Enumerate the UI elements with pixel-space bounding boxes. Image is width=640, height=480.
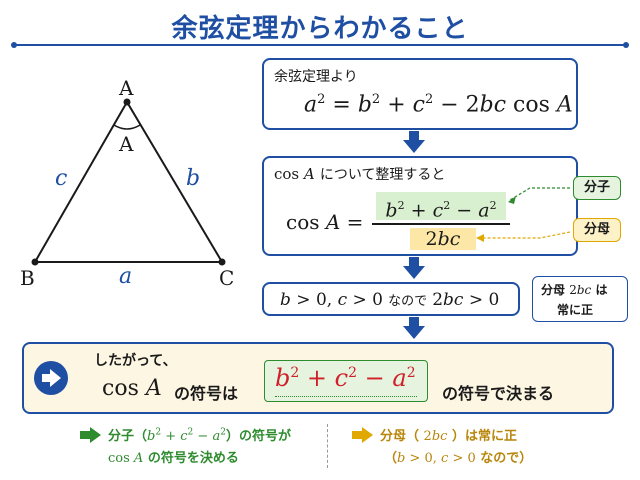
vertex-b-label: B: [20, 266, 35, 290]
numerator-tag: 分子: [573, 176, 621, 200]
cosine-law-box: 余弦定理より a2 = b2 + c2 − 2bc cos A: [262, 58, 578, 130]
positivity-statement: b > 0, c > 0 なので 2bc > 0: [280, 290, 500, 310]
side-b-label: b: [186, 166, 201, 191]
fraction-bar: [372, 223, 510, 225]
rearranged-heading: cos A について整理すると: [274, 165, 446, 183]
vertex-a-dot: [123, 98, 131, 106]
numerator-red-expression: b2 + c2 − a2: [275, 364, 416, 392]
cosine-law-formula: a2 = b2 + c2 − 2bc cos A: [304, 92, 573, 118]
down-arrow-icon: [403, 317, 425, 339]
numerator-expression: b2 + c2 − a2: [376, 192, 506, 221]
underline-right-dot: [623, 42, 629, 48]
footer-left-line1: 分子（b2 + c2 − a2）の符号が: [108, 427, 291, 444]
conclusion-box: したがって、 cos A の符号は b2 + c2 − a2 の符号で決まる: [22, 342, 614, 414]
footer-right-line2: （b > 0, c > 0 なので）: [384, 451, 533, 466]
footer-divider: [327, 424, 328, 468]
denominator-note: 分母 2bc は 常に正: [532, 276, 628, 322]
cosine-law-heading: 余弦定理より: [274, 69, 358, 85]
vertex-c-dot: [218, 258, 226, 266]
positivity-box: b > 0, c > 0 なので 2bc > 0: [262, 282, 520, 316]
gold-arrow-icon: [352, 427, 373, 443]
conclusion-mid: の符号は: [174, 384, 239, 403]
footer-left-line2: cos A の符号を決める: [108, 451, 239, 466]
triangle-diagram: [31, 98, 226, 266]
conclusion-lead: したがって、: [94, 353, 177, 369]
conclusion-cos-a: cos A: [102, 376, 162, 401]
tag-connectors: [476, 187, 571, 242]
vertex-b-dot: [31, 258, 39, 266]
conclusion-tail: の符号で決まる: [442, 384, 555, 403]
note-line1: 分母 2bc は: [541, 283, 608, 297]
footer-right-line1: 分母（ 2bc ）は常に正: [380, 429, 517, 444]
underline-left-dot: [11, 42, 17, 48]
denominator-tag: 分母: [573, 218, 621, 242]
triangle-shape: [33, 100, 224, 263]
vertex-c-label: C: [219, 266, 235, 290]
angle-a-label: A: [119, 132, 134, 156]
side-c-label: c: [55, 166, 68, 191]
angle-arc: [113, 124, 141, 130]
note-line2: 常に正: [557, 303, 594, 317]
rearranged-box: cos A について整理すると cos A = b2 + c2 − a2 2bc: [262, 156, 578, 256]
vertex-a-label: A: [119, 76, 134, 100]
denominator-expression: 2bc: [410, 228, 476, 250]
green-arrow-icon: [80, 427, 101, 443]
right-arrow-circle-icon: [34, 361, 68, 395]
numerator-highlight: b2 + c2 − a2: [264, 360, 428, 402]
down-arrow-icon: [403, 131, 425, 153]
page-title: 余弦定理からわかること: [171, 14, 469, 44]
cos-a-lhs: cos A =: [286, 210, 364, 234]
side-a-label: a: [119, 264, 133, 289]
numerator-underline: [275, 396, 417, 397]
down-arrow-icon: [403, 257, 425, 279]
title-underline: [14, 44, 626, 46]
